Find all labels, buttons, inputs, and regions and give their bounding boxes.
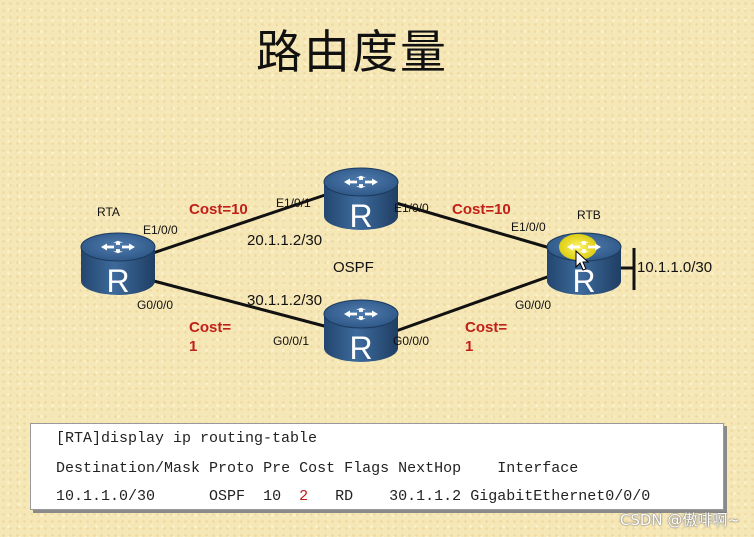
cost-lower-left: Cost= 1 xyxy=(189,318,231,356)
header-flags: Flags xyxy=(344,460,390,477)
mouse-cursor-icon xyxy=(575,249,590,271)
interface-rta-upper: E1/0/0 xyxy=(143,223,178,237)
router-rtb-letter: R xyxy=(572,263,595,299)
cost-lower-right-line1: Cost= xyxy=(465,319,508,336)
address-upper: 20.1.1.2/30 xyxy=(247,232,323,249)
router-rta-letter: R xyxy=(106,263,129,299)
cost-upper-right: Cost=10 xyxy=(452,201,511,218)
link-rta-top xyxy=(149,192,329,256)
interface-bottom-right: G0/0/0 xyxy=(393,334,430,348)
interface-top-right: E1/0/0 xyxy=(394,201,429,215)
protocol-label: OSPF xyxy=(333,259,374,276)
cell-pre: 10 xyxy=(263,488,282,505)
header-interface: Interface xyxy=(497,460,579,477)
router-top-icon xyxy=(323,167,399,230)
router-bottom-letter: R xyxy=(349,330,372,366)
cost-lower-left-line2: 1 xyxy=(189,338,198,355)
interface-top-left: E1/0/1 xyxy=(276,196,311,210)
link-top-rtb xyxy=(395,201,551,250)
router-bottom-icon xyxy=(323,299,399,362)
header-pre: Pre xyxy=(263,460,291,477)
cost-upper-left: Cost=10 xyxy=(189,201,248,218)
header-nexthop: NextHop xyxy=(398,460,462,477)
cost-lower-right-line2: 1 xyxy=(465,338,474,355)
routing-table-command: [RTA]display ip routing-table xyxy=(56,430,318,447)
header-proto: Proto xyxy=(209,460,255,477)
router-top-letter: R xyxy=(349,198,372,234)
address-network: 10.1.1.0/30 xyxy=(637,259,713,276)
cost-lower-right: Cost= 1 xyxy=(465,318,507,356)
cost-lower-left-line1: Cost= xyxy=(189,319,232,336)
cell-nexthop: 30.1.1.2 xyxy=(389,488,462,505)
router-rta-icon xyxy=(80,232,156,295)
router-rtb-name: RTB xyxy=(577,208,601,222)
cell-destination: 10.1.1.0/30 xyxy=(56,488,156,505)
interface-rtb-upper: E1/0/0 xyxy=(511,220,546,234)
csdn-watermark: CSDN @傲啡啊~ xyxy=(619,511,740,529)
header-destination: Destination/Mask xyxy=(56,460,201,477)
cell-flags: RD xyxy=(335,488,354,505)
link-rta-bottom xyxy=(149,278,329,329)
router-rta-name: RTA xyxy=(97,205,120,219)
cell-interface: GigabitEthernet0/0/0 xyxy=(470,488,651,505)
router-rtb-icon xyxy=(546,232,622,295)
interface-bottom-left: G0/0/1 xyxy=(273,334,310,348)
routing-table-row: 10.1.1.0/30 OSPF 10 2 RD 30.1.1.2 Gigabi… xyxy=(56,488,650,505)
address-lower: 30.1.1.2/30 xyxy=(247,292,323,309)
interface-rtb-lower: G0/0/0 xyxy=(515,298,552,312)
cell-cost: 2 xyxy=(299,488,309,505)
cell-proto: OSPF xyxy=(209,488,246,505)
routing-table-header: Destination/Mask Proto Pre Cost Flags Ne… xyxy=(56,460,578,477)
header-cost: Cost xyxy=(299,460,336,477)
interface-rta-lower: G0/0/0 xyxy=(137,298,174,312)
routing-table-panel: [RTA]display ip routing-table Destinatio… xyxy=(30,423,724,510)
link-bottom-rtb xyxy=(395,274,551,333)
slide-title: 路由度量 xyxy=(256,25,448,79)
